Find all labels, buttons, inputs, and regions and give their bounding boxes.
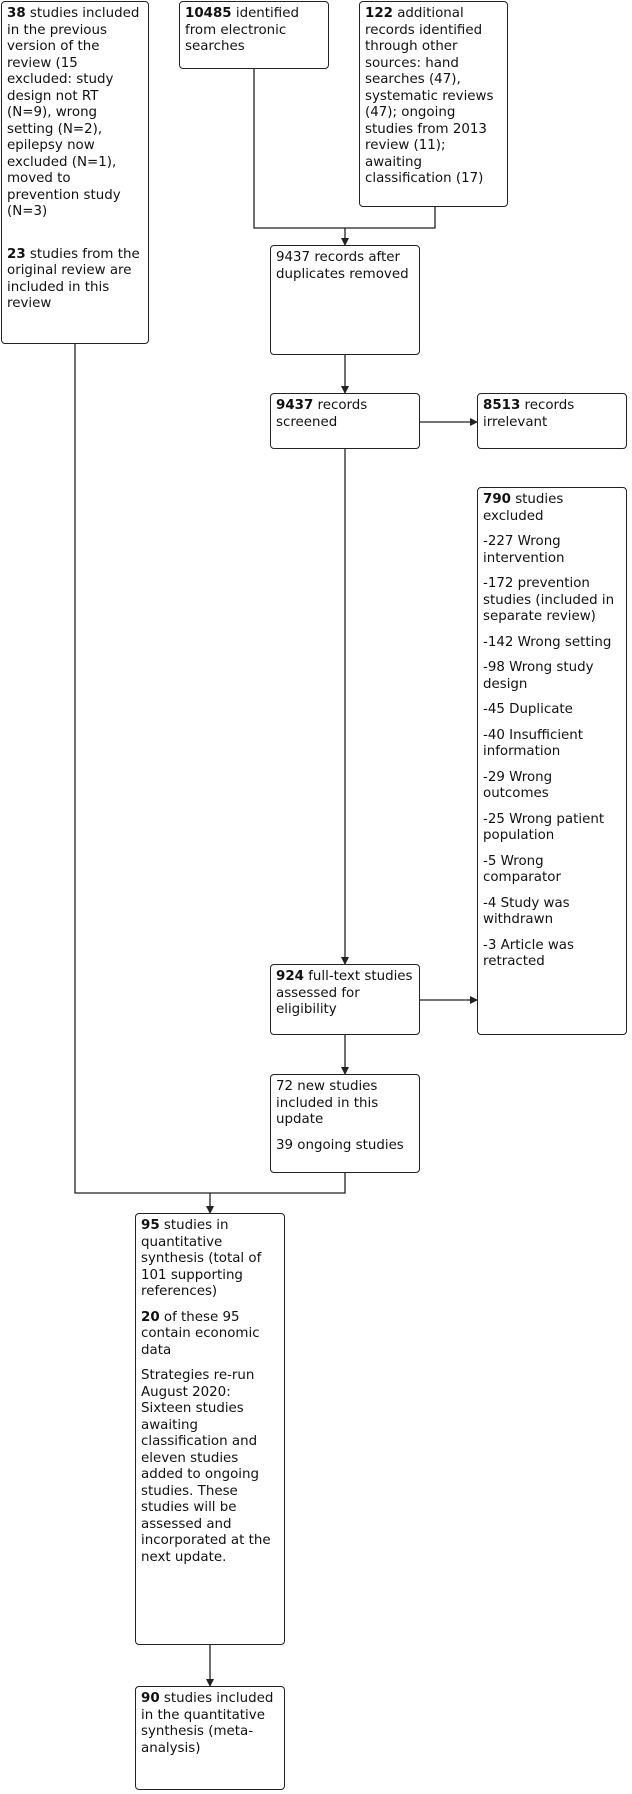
box-meta-analysis: 90 studies included in the quantitative … — [135, 1686, 285, 1790]
exclusion-reason: -142 Wrong setting — [483, 634, 612, 650]
box-electronic-searches: 10485 identified from electronic searche… — [179, 1, 329, 69]
exclusion-reason: -98 Wrong study design — [483, 660, 594, 692]
exclusion-reason: -5 Wrong comparator — [483, 853, 561, 886]
exclusion-reason: -3 Article was retracted — [483, 937, 574, 970]
exclusion-reason: -227 Wrong intervention — [483, 534, 565, 566]
exclusion-reason: -172 prevention studies (included in sep… — [483, 576, 615, 624]
box-after-duplicates: 9437 records after duplicates removed — [270, 245, 420, 355]
exclusion-reason: -25 Wrong patient population — [483, 811, 605, 844]
box-previous-review: 38 studies included in the previous vers… — [1, 1, 149, 344]
box-records-irrelevant: 8513 records irrelevant — [477, 393, 627, 449]
box-quantitative-synthesis: 95 studies in quantitative synthesis (to… — [135, 1213, 285, 1645]
box-records-screened: 9437 records screened — [270, 393, 420, 449]
box-other-sources: 122 additional records identified throug… — [359, 1, 508, 207]
box-studies-excluded: 790 studies excluded -227 Wrong interven… — [477, 487, 627, 1035]
box-new-studies: 72 new studies included in this update 3… — [270, 1074, 420, 1173]
box-fulltext-assessed: 924 full-text studies assessed for eligi… — [270, 964, 420, 1035]
connector-previous-merge — [74, 344, 346, 1194]
exclusion-reason: -40 Insufficient information — [483, 727, 584, 760]
exclusion-reason: -4 Study was withdrawn — [483, 895, 570, 928]
exclusion-reason: -45 Duplicate — [483, 702, 573, 717]
exclusion-reason: -29 Wrong outcomes — [483, 769, 553, 802]
